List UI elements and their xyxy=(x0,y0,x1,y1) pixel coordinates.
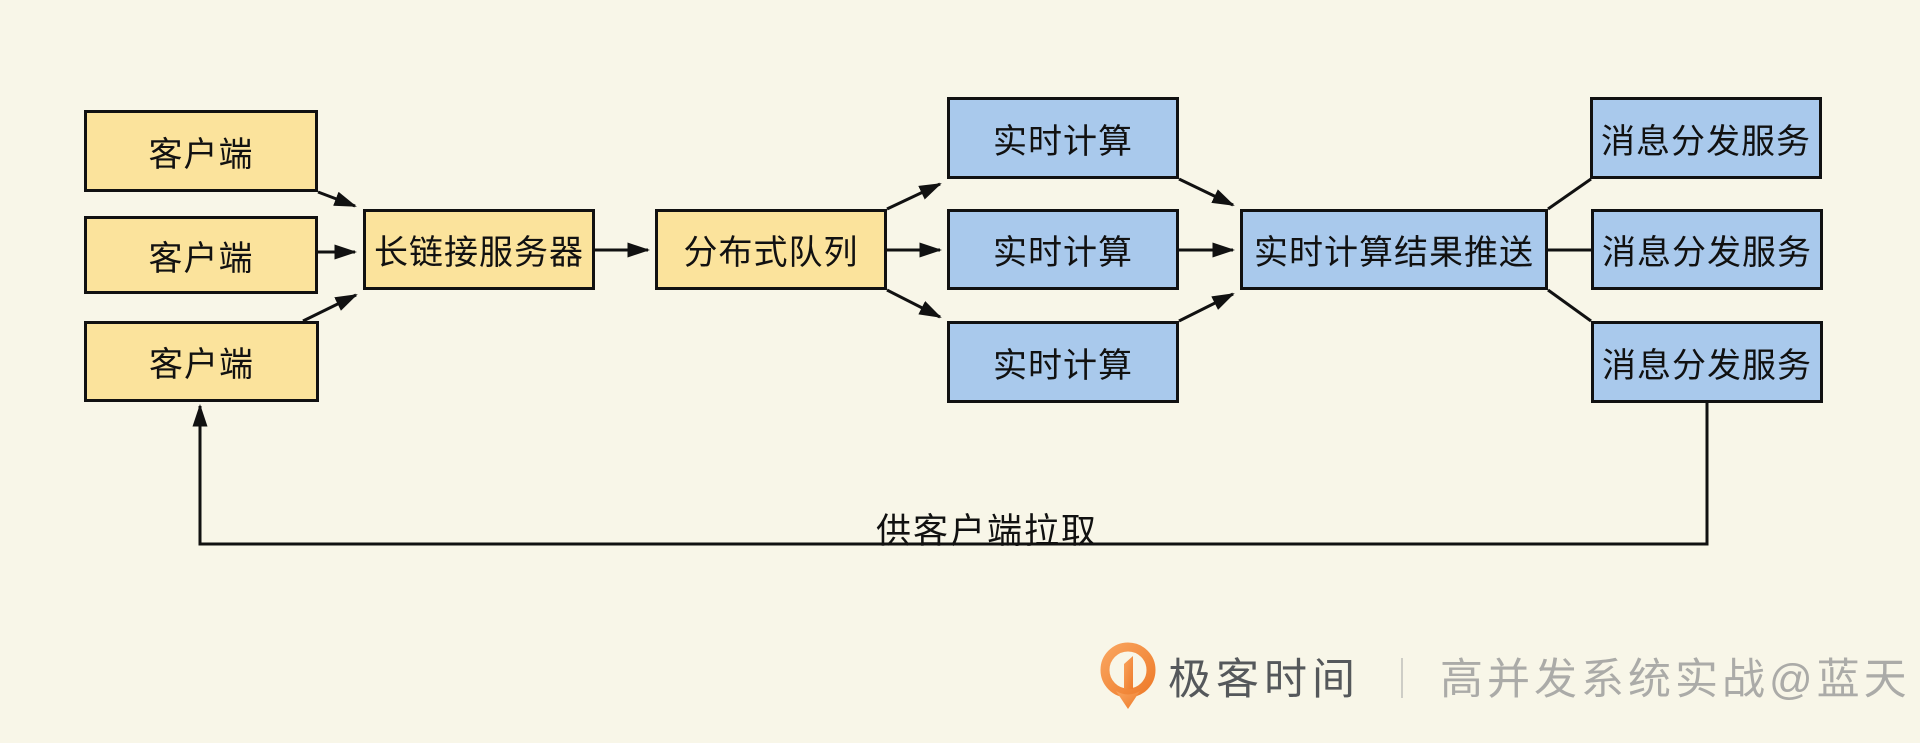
node-msg-dispatch-1-label: 消息分发服务 xyxy=(1601,122,1811,161)
edge-push-msg3 xyxy=(1547,288,1592,323)
node-long-connection-server-label: 长链接服务器 xyxy=(374,234,584,272)
node-msg-dispatch-3: 消息分发服务 xyxy=(1591,321,1823,403)
node-result-push: 实时计算结果推送 xyxy=(1240,209,1548,290)
edge-queue-rt3 xyxy=(886,288,942,319)
edge-queue-rt1 xyxy=(886,182,942,211)
watermark-text: 高并发系统实战@蓝天 xyxy=(1440,656,1911,704)
node-distributed-queue: 分布式队列 xyxy=(655,209,887,290)
node-long-connection-server: 长链接服务器 xyxy=(363,209,595,290)
node-realtime-compute-3-label: 实时计算 xyxy=(993,346,1133,385)
node-distributed-queue-label: 分布式队列 xyxy=(683,234,859,272)
node-msg-dispatch-2: 消息分发服务 xyxy=(1591,209,1823,290)
footer-divider: ｜ xyxy=(1382,658,1422,702)
node-realtime-compute-1-label: 实时计算 xyxy=(993,122,1133,161)
node-realtime-compute-1: 实时计算 xyxy=(947,97,1179,179)
node-msg-dispatch-3-label: 消息分发服务 xyxy=(1602,346,1812,385)
node-realtime-compute-2: 实时计算 xyxy=(947,209,1179,290)
node-client-2-label: 客户端 xyxy=(148,239,254,278)
node-realtime-compute-2-label: 实时计算 xyxy=(993,234,1133,272)
footer-watermark: 极客时间 ｜ 高并发系统实战@蓝天 xyxy=(1100,641,1911,711)
edge-rt1-push xyxy=(1178,177,1235,207)
node-result-push-label: 实时计算结果推送 xyxy=(1254,234,1534,272)
brand-text: 极客时间 xyxy=(1168,656,1360,704)
geektime-pin-icon xyxy=(1100,642,1156,709)
node-msg-dispatch-2-label: 消息分发服务 xyxy=(1602,234,1812,272)
node-client-3: 客户端 xyxy=(84,321,319,402)
edge-rt3-push xyxy=(1178,292,1235,323)
edge-push-msg1 xyxy=(1547,177,1592,211)
node-client-1-label: 客户端 xyxy=(148,135,254,174)
edge-client3-server xyxy=(302,293,358,323)
node-msg-dispatch-1: 消息分发服务 xyxy=(1590,97,1822,179)
node-client-3-label: 客户端 xyxy=(149,346,254,384)
edge-client1-server xyxy=(317,190,357,208)
feedback-edge-label: 供客户端拉取 xyxy=(875,512,1098,551)
edge-feedback-loop xyxy=(192,403,1709,546)
node-client-2: 客户端 xyxy=(84,216,318,294)
node-realtime-compute-3: 实时计算 xyxy=(947,321,1179,403)
node-client-1: 客户端 xyxy=(84,110,318,192)
